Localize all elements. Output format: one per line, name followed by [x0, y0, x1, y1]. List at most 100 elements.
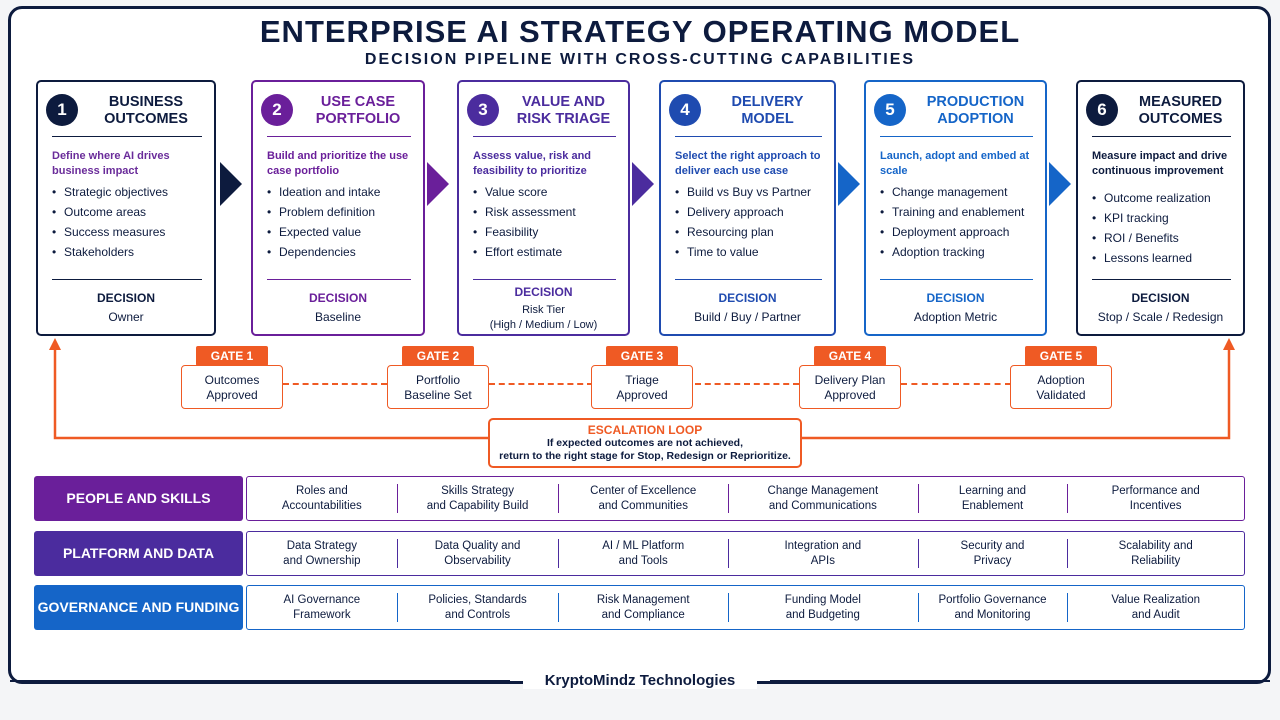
- stage-number-badge: 2: [261, 94, 293, 126]
- chevron-right-icon: [220, 162, 242, 206]
- footer-rule-left: [10, 680, 510, 682]
- stage-title: PRODUCTION ADOPTION: [926, 94, 1025, 127]
- stage-item: Change management: [880, 183, 1039, 203]
- stage-title: MEASURED OUTCOMES: [1138, 94, 1223, 127]
- chevron-right-icon: [427, 162, 449, 206]
- stage-item-list: Ideation and intakeProblem definitionExp…: [267, 183, 417, 263]
- stage-title: USE CASE PORTFOLIO: [315, 94, 401, 127]
- stage-card: 2 USE CASE PORTFOLIO Build and prioritize …: [251, 80, 425, 336]
- stage-description: Measure impact and drive continuous impr…: [1092, 150, 1228, 177]
- decision-label: DECISION: [96, 291, 155, 305]
- stage-number-badge: 6: [1086, 94, 1118, 126]
- arrowhead-right-icon: [1223, 338, 1235, 350]
- stage-item: Effort estimate: [473, 243, 622, 263]
- stage-item-list: Strategic objectivesOutcome areasSuccess…: [52, 183, 208, 263]
- gate-tag: GATE 1: [196, 346, 268, 366]
- stage-item: Risk assessment: [473, 203, 622, 223]
- stage-item: Outcome realization: [1092, 189, 1237, 209]
- stage-item: Dependencies: [267, 243, 417, 263]
- stage-number-badge: 3: [467, 94, 499, 126]
- stage-description: Define where AI drives business impact: [52, 150, 170, 177]
- stage-number-badge: 5: [874, 94, 906, 126]
- gate-connector: [901, 383, 1011, 385]
- decision-divider: [52, 279, 202, 280]
- stage-item: KPI tracking: [1092, 209, 1237, 229]
- gate-tag: GATE 5: [1025, 346, 1097, 366]
- stage-item: Value score: [473, 183, 622, 203]
- stage-item-list: Change managementTraining and enablement…: [880, 183, 1039, 263]
- stage-divider: [473, 136, 616, 137]
- decision-divider: [473, 279, 616, 280]
- chevron-right-icon: [1049, 162, 1071, 206]
- decision-label: DECISION: [1131, 291, 1190, 305]
- stage-item: Feasibility: [473, 223, 622, 243]
- stage-item: Ideation and intake: [267, 183, 417, 203]
- page-title: ENTERPRISE AI STRATEGY OPERATING MODEL: [259, 14, 1021, 49]
- gate-tag: GATE 2: [402, 346, 474, 366]
- decision-label: DECISION: [926, 291, 985, 305]
- stage-item: Time to value: [675, 243, 828, 263]
- escalation-text-line2: return to the right stage for Stop, Rede…: [499, 450, 791, 462]
- escalation-title: ESCALATION LOOP: [587, 423, 703, 437]
- stage-divider: [880, 136, 1033, 137]
- stage-title: BUSINESS OUTCOMES: [104, 94, 188, 127]
- stage-item-list: Value scoreRisk assessmentFeasibilityEff…: [473, 183, 622, 263]
- stage-item: Success measures: [52, 223, 208, 243]
- stage-number-badge: 1: [46, 94, 78, 126]
- stage-item: Expected value: [267, 223, 417, 243]
- footer-rule-right: [770, 680, 1270, 682]
- capability-label: PLATFORM AND DATA: [34, 531, 243, 576]
- decision-divider: [675, 279, 822, 280]
- gate-tag: GATE 3: [606, 346, 678, 366]
- chevron-right-icon: [632, 162, 654, 206]
- footer-text: KryptoMindz Technologies: [522, 672, 758, 689]
- stage-item: Training and enablement: [880, 203, 1039, 223]
- decision-label: DECISION: [718, 291, 777, 305]
- decision-label: DECISION: [308, 291, 367, 305]
- stage-item: Outcome areas: [52, 203, 208, 223]
- decision-value: Stop / Scale / Redesign: [1097, 310, 1224, 324]
- stage-divider: [52, 136, 202, 137]
- chevron-right-icon: [838, 162, 860, 206]
- footer-brand: KryptoMindz Technologies: [0, 672, 1280, 689]
- stage-number-badge: 4: [669, 94, 701, 126]
- decision-value: Adoption Metric: [913, 310, 998, 324]
- stage-item: Lessons learned: [1092, 249, 1237, 269]
- capability-label: PEOPLE AND SKILLS: [34, 476, 243, 521]
- stage-description: Build and prioritize the use case portfo…: [267, 150, 409, 177]
- capability-label: GOVERNANCE AND FUNDING: [34, 585, 243, 630]
- stage-item: Adoption tracking: [880, 243, 1039, 263]
- stage-item: Deployment approach: [880, 223, 1039, 243]
- decision-value: Build / Buy / Partner: [694, 310, 801, 324]
